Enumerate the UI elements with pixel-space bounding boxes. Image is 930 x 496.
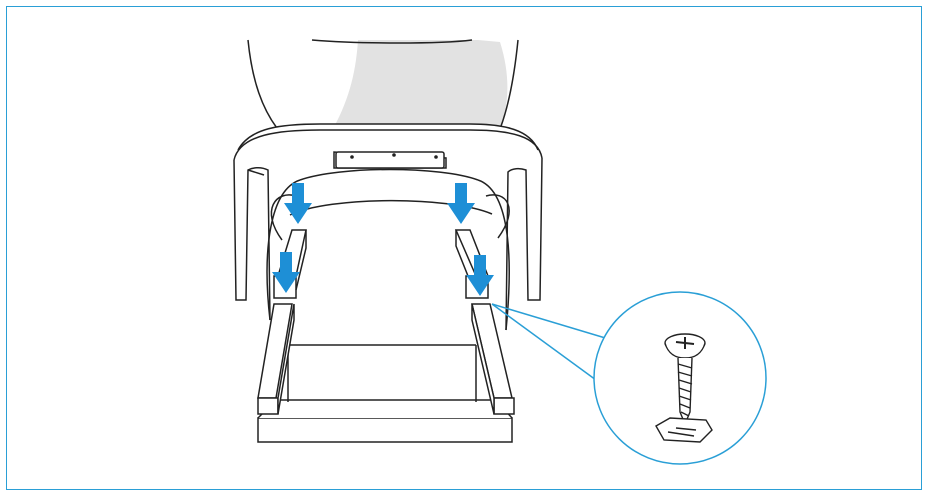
- screw-detail: [593, 291, 767, 465]
- left-rail: [257, 303, 295, 415]
- right-rail: [471, 303, 515, 415]
- chair-seat: [233, 39, 543, 331]
- arrow-down-icon: [466, 255, 494, 296]
- arrow-down-icon: [272, 252, 300, 293]
- arrow-down-icon: [284, 183, 312, 224]
- insert-arrows: [272, 183, 494, 296]
- arrow-down-icon: [447, 183, 475, 224]
- callout-lines: [491, 303, 613, 381]
- rear-blocks: [273, 229, 490, 299]
- base-tray: [257, 344, 513, 443]
